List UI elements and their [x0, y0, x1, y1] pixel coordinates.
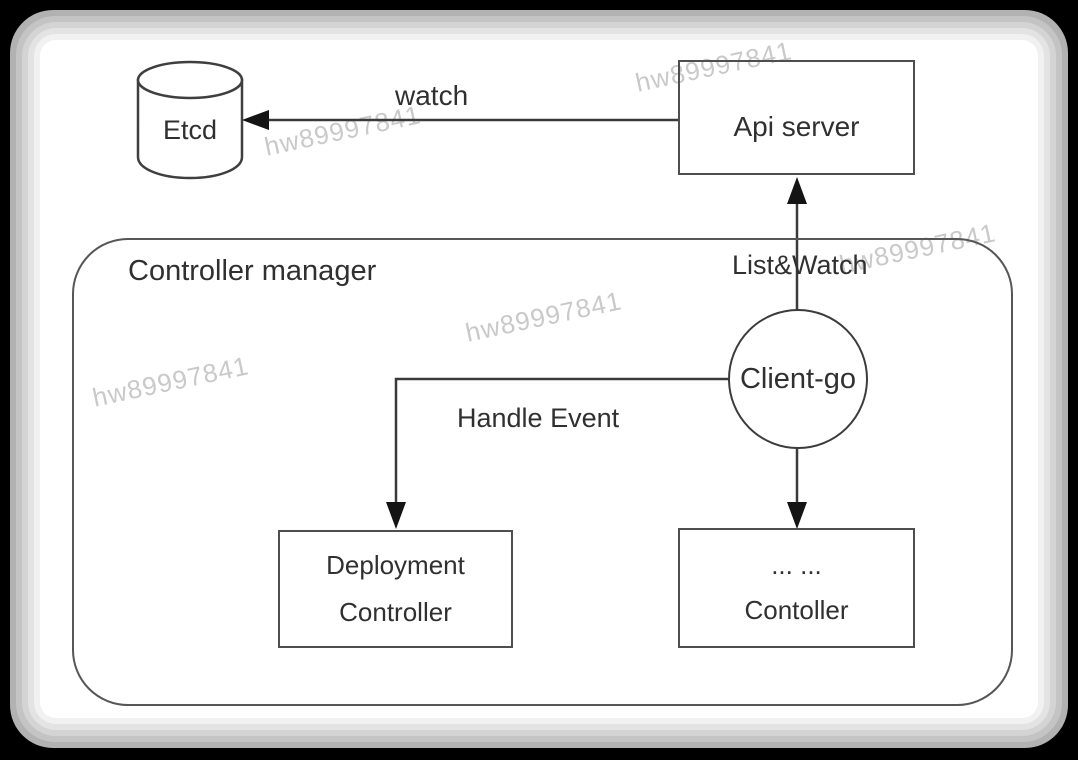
etcd-node-label: Etcd	[162, 115, 218, 145]
watch-edge-label: watch	[395, 80, 469, 111]
list-watch-arrow	[787, 177, 807, 313]
list-watch-edge-label: List&Watch	[732, 250, 868, 280]
api-server-node: Api server	[678, 60, 915, 175]
generic-controller-node: ... ... Contoller	[678, 528, 915, 648]
client-go-to-controller-arrow	[787, 447, 807, 529]
generic-controller-label-line1: ... ...	[771, 550, 822, 580]
page-background: hw89997841 hw89997841 hw89997841 hw89997…	[40, 40, 1038, 718]
watch-arrow	[242, 110, 678, 130]
controller-manager-container	[72, 238, 1013, 706]
client-go-label: Client-go	[739, 362, 857, 395]
generic-controller-label-line2: Contoller	[744, 595, 849, 625]
api-server-label: Api server	[733, 110, 860, 142]
handle-event-edge-label: Handle Event	[457, 403, 620, 433]
deployment-controller-label-line1: Deployment	[326, 550, 465, 580]
connector-layer	[136, 60, 807, 529]
client-go-node: Client-go	[728, 309, 868, 449]
deployment-controller-node: Deployment Controller	[278, 530, 513, 648]
etcd-cylinder-shape	[136, 60, 244, 180]
handle-event-arrow	[386, 377, 731, 529]
diagram-stage: hw89997841 hw89997841 hw89997841 hw89997…	[40, 40, 1038, 718]
deployment-controller-label-line2: Controller	[339, 597, 452, 627]
controller-manager-title: Controller manager	[128, 255, 377, 287]
